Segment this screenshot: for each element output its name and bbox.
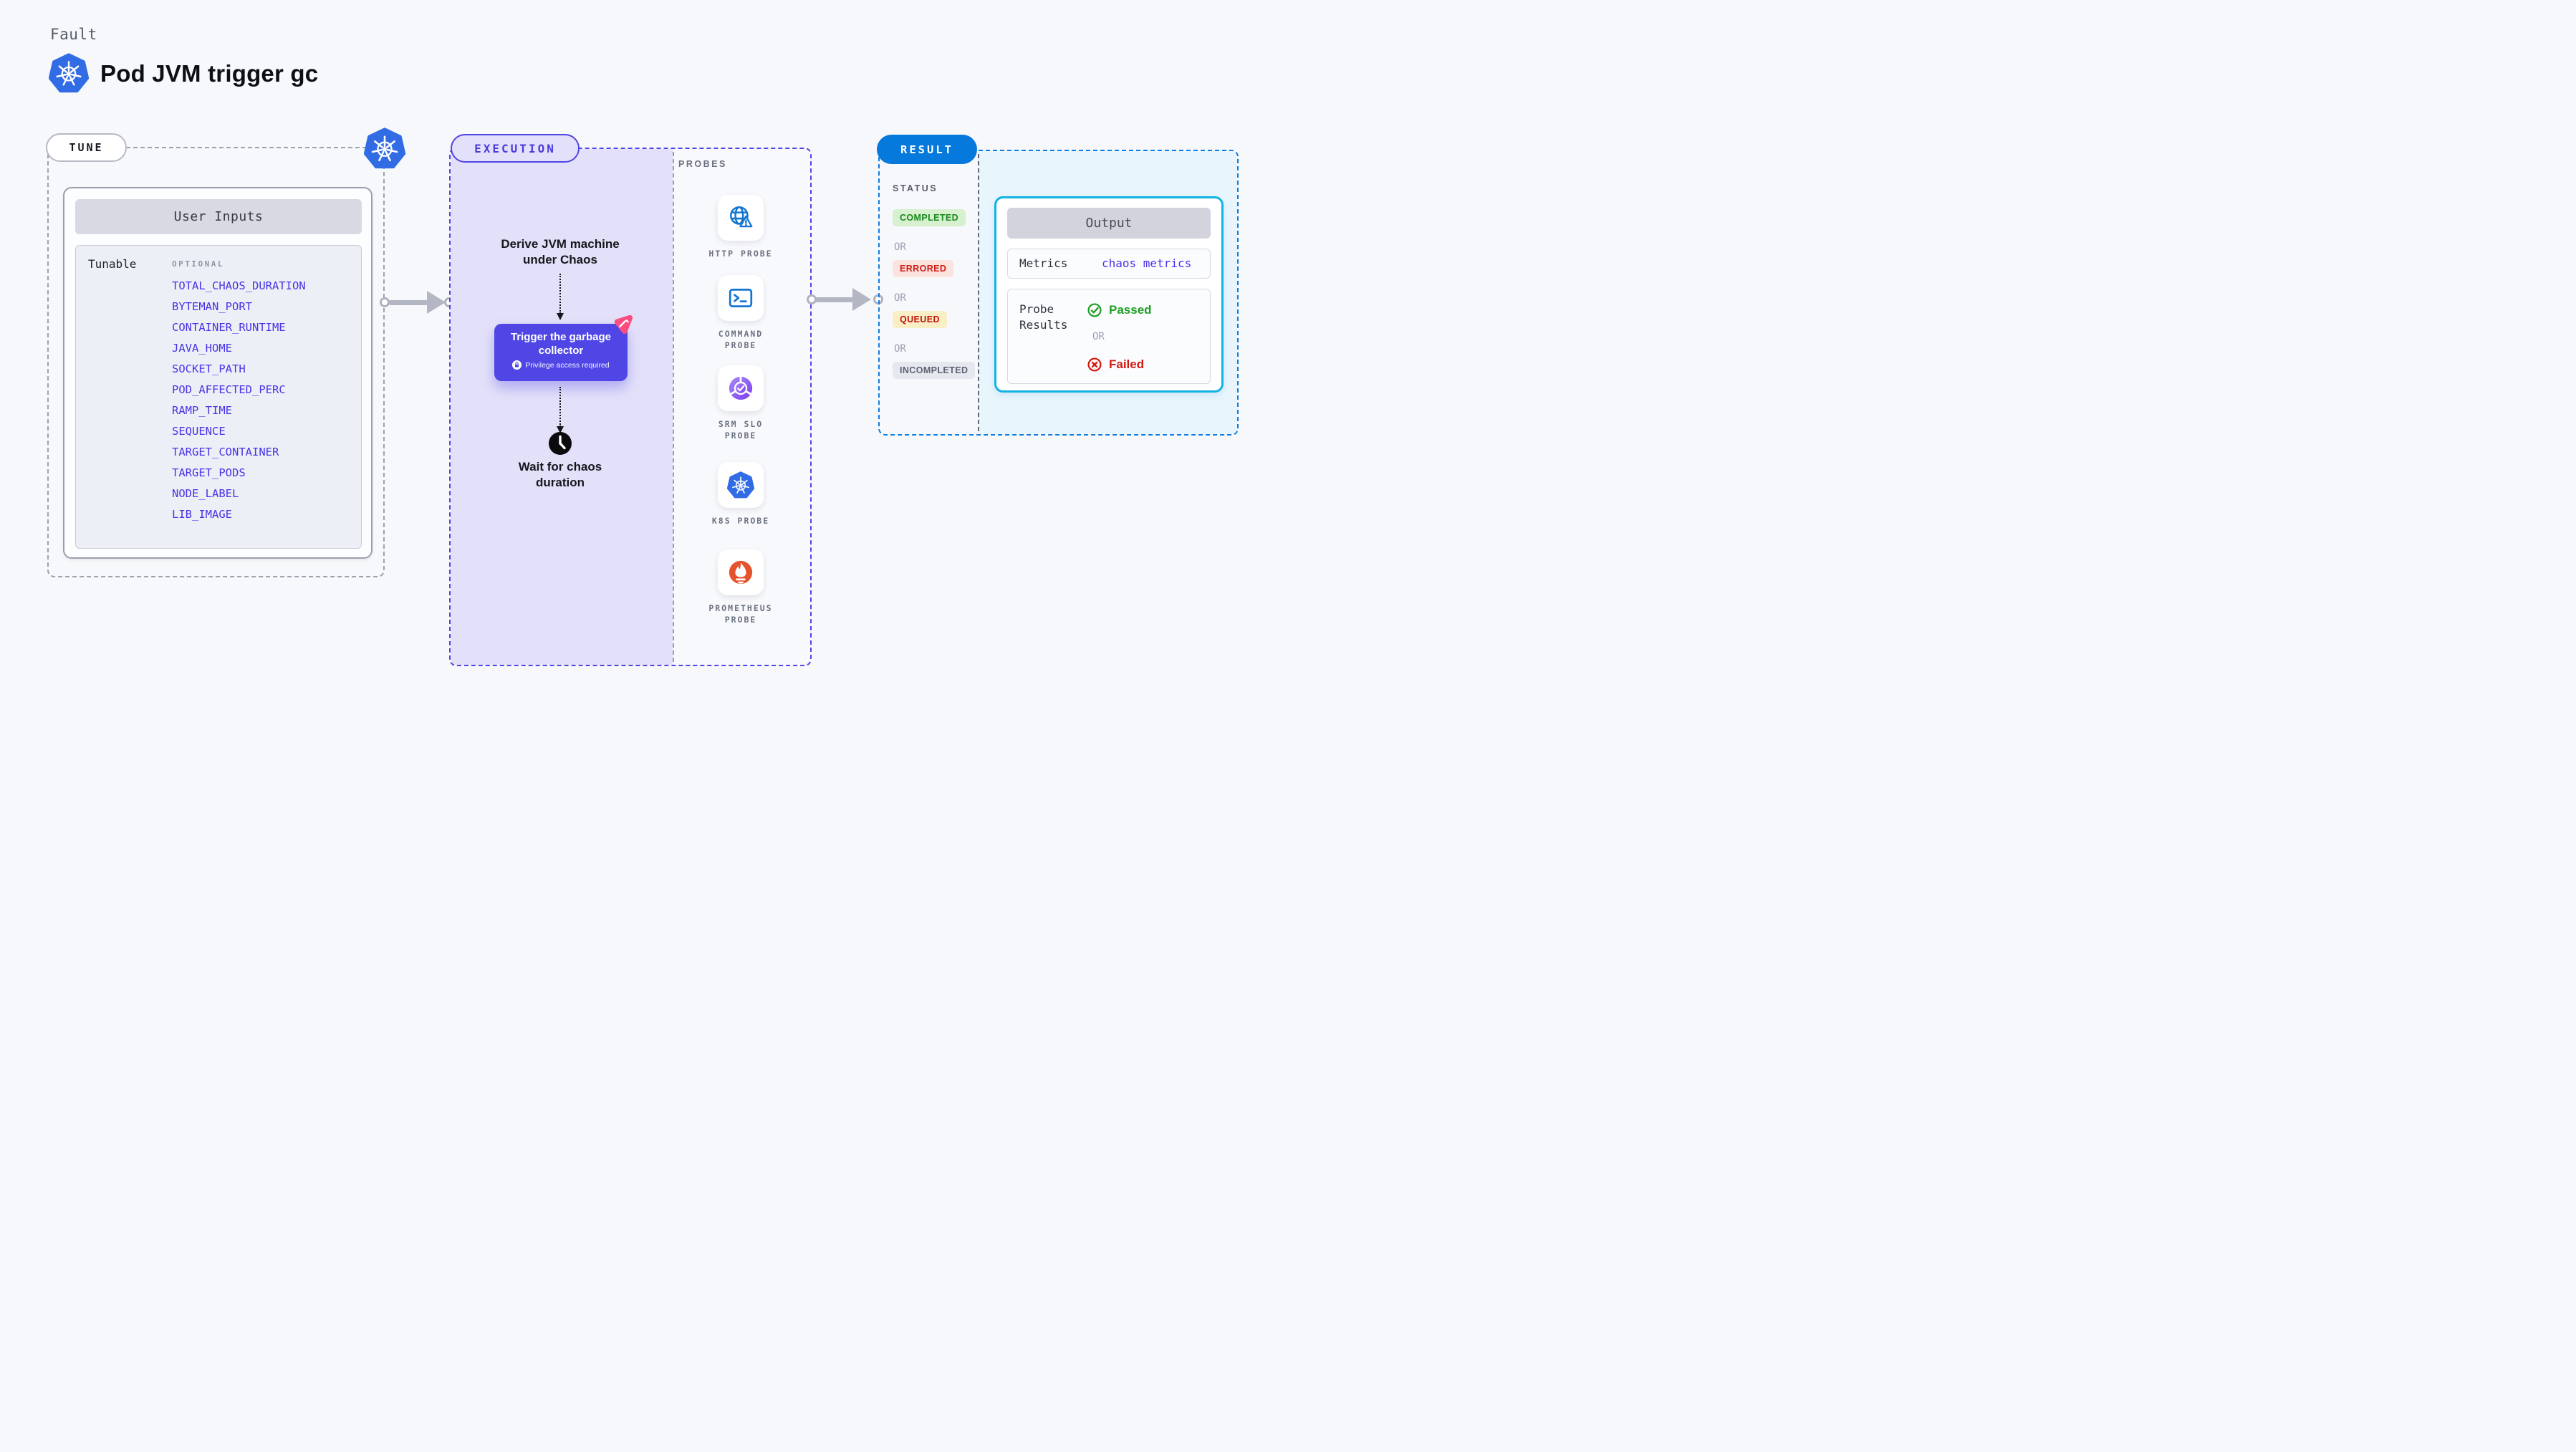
or-separator: OR [894,343,906,355]
flow-arrow-execution-to-result [807,283,883,317]
tune-section-pill: TUNE [46,133,127,162]
probe-label: COMMAND PROBE [718,329,764,350]
optional-column-label: OPTIONAL [172,259,224,269]
tune-section-box [47,147,385,577]
status-badge-completed: COMPLETED [893,209,966,226]
user-inputs-card: User Inputs Tunable OPTIONAL TOTAL_CHAOS… [63,187,373,559]
trigger-gc-label: Trigger the garbage collector [510,331,612,357]
execution-flow-area [451,149,673,665]
env-var-link[interactable]: JAVA_HOME [172,342,232,355]
privilege-note-text: Privilege access required [525,360,610,370]
result-section-pill: RESULT [877,135,977,164]
down-arrow-icon [556,387,564,433]
terminal-icon [727,284,754,312]
env-var-link[interactable]: TARGET_PODS [172,466,246,479]
metrics-value-link[interactable]: chaos metrics [1102,256,1192,270]
metrics-label: Metrics [1019,256,1068,270]
trigger-gc-step-button[interactable]: Trigger the garbage collector Privilege … [494,324,628,381]
status-column-label: STATUS [893,183,938,193]
env-var-list: TOTAL_CHAOS_DURATION BYTEMAN_PORT CONTAI… [172,279,306,521]
probes-section-label: PROBES [678,159,727,169]
page-title: Pod JVM trigger gc [100,60,319,87]
fault-diagram-page: Fault Pod JVM trigger gc TUNE User Input… [0,0,1288,726]
privilege-note: Privilege access required [494,360,628,370]
failed-label: Failed [1109,357,1145,371]
failed-result: Failed [1087,357,1144,372]
passed-result: Passed [1087,302,1152,318]
status-badge-queued: QUEUED [893,311,947,328]
env-var-link[interactable]: CONTAINER_RUNTIME [172,321,286,334]
passed-label: Passed [1109,303,1152,317]
env-var-link[interactable]: RAMP_TIME [172,404,232,417]
check-circle-icon [1087,302,1102,318]
clock-icon [548,431,572,456]
srm-slo-probe-card[interactable] [718,365,764,411]
prometheus-probe-card[interactable] [718,549,764,595]
slo-donut-check-icon [727,375,754,402]
probe-label: SRM SLO PROBE [718,419,764,441]
probe-results-row: Probe Results Passed OR Failed [1007,289,1211,384]
status-badge-errored: ERRORED [893,260,954,277]
globe-warning-icon [727,204,754,231]
k8s-probe-card[interactable] [718,462,764,508]
execution-section-box [449,148,812,666]
http-probe-card[interactable] [718,195,764,241]
down-arrow-icon [556,274,564,320]
env-var-link[interactable]: NODE_LABEL [172,487,239,500]
probe-label: HTTP PROBE [708,249,773,259]
env-var-link[interactable]: BYTEMAN_PORT [172,300,252,313]
kubernetes-icon [727,471,754,499]
env-var-link[interactable]: LIB_IMAGE [172,508,232,521]
probe-results-label: Probe Results [1019,302,1068,332]
execution-section-pill: EXECUTION [451,134,580,163]
flow-arrow-tune-to-execution [380,286,456,320]
execution-probes-divider [673,152,674,662]
kubernetes-icon [364,128,405,169]
env-var-link[interactable]: TARGET_CONTAINER [172,446,279,458]
or-separator: OR [894,241,906,253]
status-badge-incompleted: INCOMPLETED [893,362,976,379]
tunables-panel: Tunable OPTIONAL TOTAL_CHAOS_DURATION BY… [75,245,362,549]
output-card: Output Metrics chaos metrics Probe Resul… [994,196,1224,393]
status-output-divider [978,154,979,431]
user-inputs-header: User Inputs [75,199,362,234]
or-separator: OR [1092,331,1105,342]
probe-label: K8S PROBE [711,516,770,526]
kubernetes-icon [49,53,89,93]
probe-label: PROMETHEUS PROBE [708,603,773,625]
env-var-link[interactable]: SEQUENCE [172,425,226,438]
or-separator: OR [894,292,906,304]
wait-step-label: Wait for chaos duration [518,460,602,489]
lock-icon [512,360,522,370]
derive-step-label: Derive JVM machine under Chaos [501,237,620,266]
x-circle-icon [1087,357,1102,372]
env-var-link[interactable]: TOTAL_CHAOS_DURATION [172,279,306,292]
prometheus-flame-icon [727,559,754,586]
output-header: Output [1007,208,1211,239]
env-var-link[interactable]: POD_AFFECTED_PERC [172,383,286,396]
fault-kicker: Fault [50,26,97,43]
env-var-link[interactable]: SOCKET_PATH [172,362,246,375]
tunable-row-label: Tunable [88,257,137,271]
metrics-row: Metrics chaos metrics [1007,249,1211,279]
chaos-litmus-icon [612,314,634,335]
command-probe-card[interactable] [718,275,764,321]
